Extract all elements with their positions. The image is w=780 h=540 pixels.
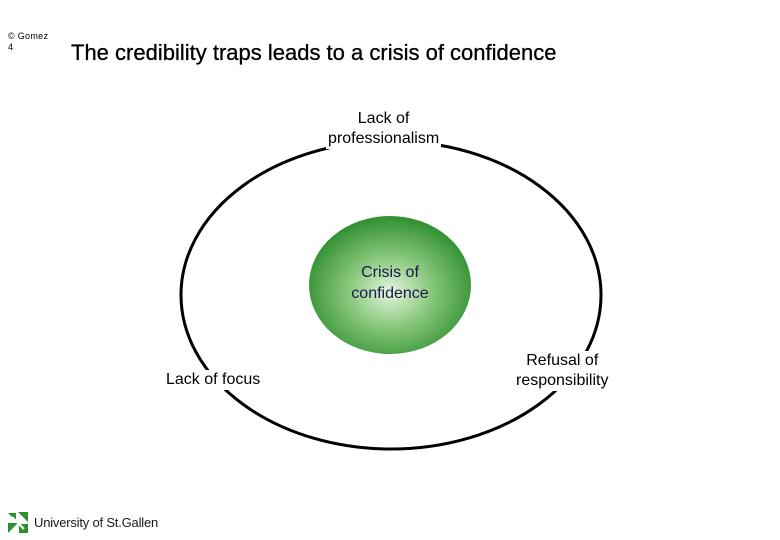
trap-label-line: Lack of xyxy=(357,110,410,127)
slide-title: The credibility traps leads to a crisis … xyxy=(71,40,557,65)
center-label-line: Crisis of xyxy=(361,264,419,281)
university-logo: University of St.Gallen xyxy=(6,508,158,536)
page-number: 4 xyxy=(8,42,14,52)
logo-text: University of St.Gallen xyxy=(34,514,159,530)
trap-label-line: professionalism xyxy=(328,130,440,147)
slide-corner-info: © Gomez 4 xyxy=(8,31,48,53)
center-label-line: confidence xyxy=(351,285,429,302)
center-label: Crisis of confidence xyxy=(310,262,470,304)
trap-label-left: Lack of focus xyxy=(164,370,263,390)
trap-label-line: responsibility xyxy=(516,372,609,389)
trap-label-right: Refusal of responsibility xyxy=(514,351,611,391)
trap-label-top: Lack of professionalism xyxy=(326,109,442,149)
hsg-emblem-icon xyxy=(6,510,30,534)
copyright-text: © Gomez xyxy=(8,31,49,41)
trap-label-line: Lack of focus xyxy=(166,371,261,388)
center-circle xyxy=(309,216,471,354)
trap-label-line: Refusal of xyxy=(526,352,599,369)
